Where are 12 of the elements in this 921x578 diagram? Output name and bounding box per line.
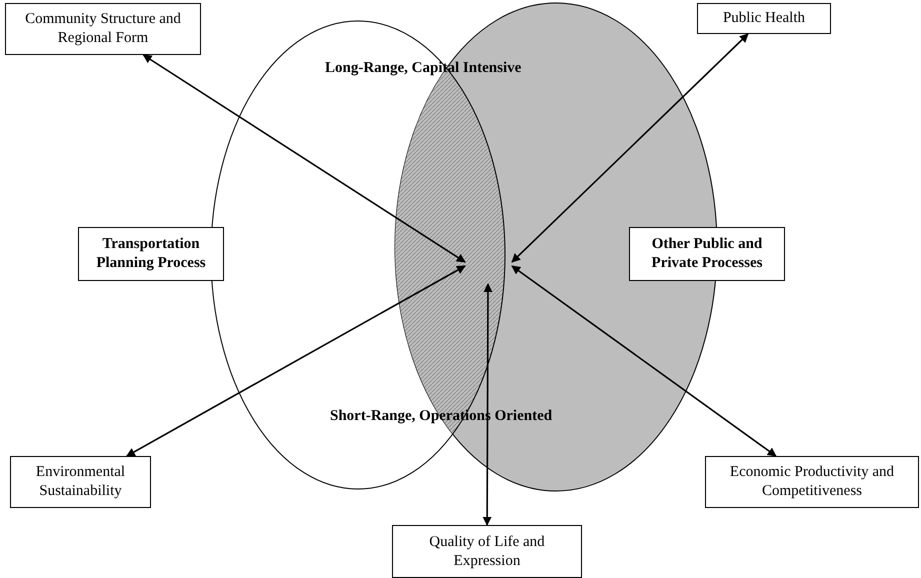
label-box: Environmental Sustainability <box>10 456 151 508</box>
label-box: Community Structure and Regional Form <box>5 3 201 55</box>
label-box: Other Public and Private Processes <box>629 227 785 281</box>
label-box: Public Health <box>697 3 831 34</box>
double-headed-arrow <box>511 265 777 457</box>
label-box: Economic Productivity and Competitiveness <box>705 456 919 508</box>
label-box: Quality of Life and Expression <box>392 525 582 578</box>
label-box: Transportation Planning Process <box>78 227 224 281</box>
double-headed-arrow <box>511 33 749 263</box>
double-headed-arrow <box>142 54 466 263</box>
double-headed-arrow <box>126 265 466 457</box>
double-headed-arrow <box>482 283 492 526</box>
